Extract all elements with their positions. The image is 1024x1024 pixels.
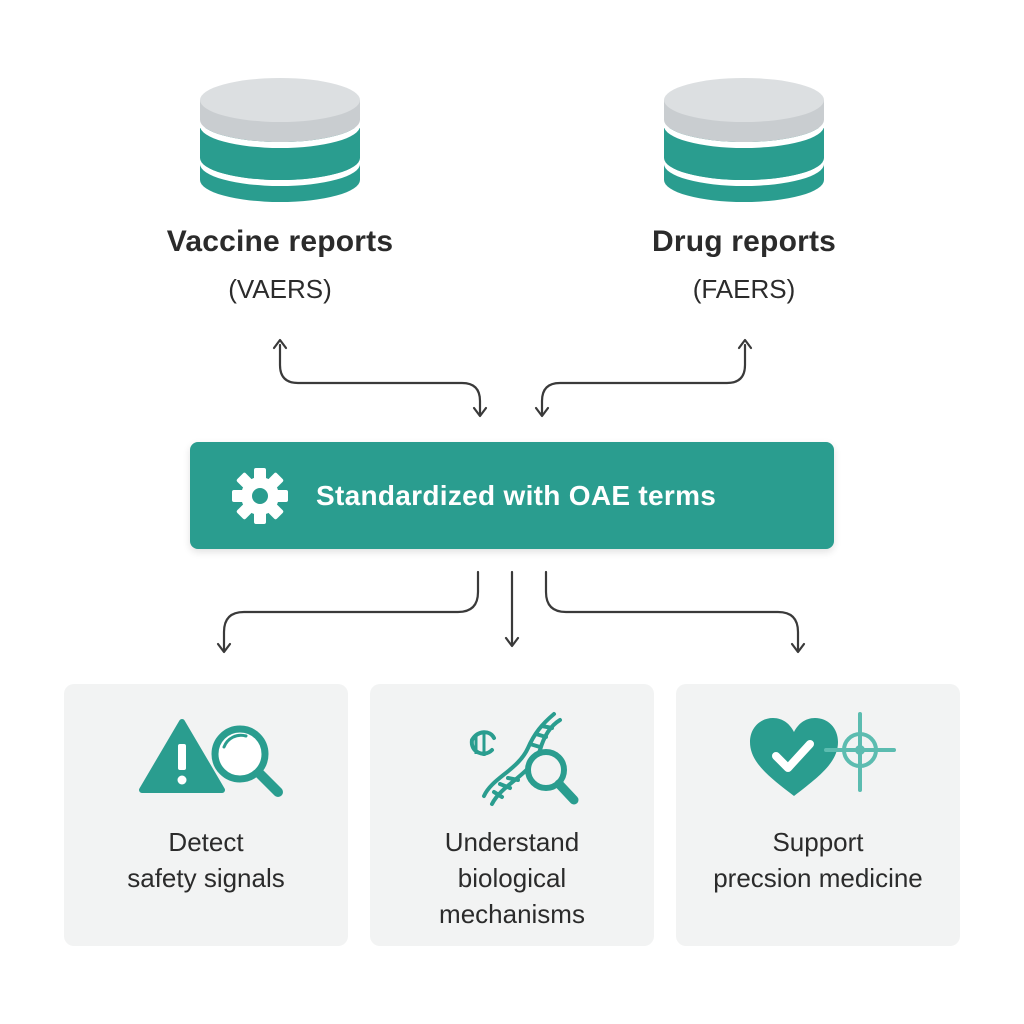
- arrow-to-detect: [222, 570, 480, 652]
- card-support-precision-medicine: Support precsion medicine: [676, 684, 960, 946]
- card-understand-mechanisms: Understand biological mechanisms: [370, 684, 654, 946]
- database-icon: [200, 78, 360, 202]
- arrow-drug-to-standardize: [540, 343, 747, 416]
- card-label: Support precsion medicine: [713, 827, 923, 893]
- arrow-to-support: [544, 570, 800, 652]
- arrow-vaccine-to-standardize: [278, 343, 482, 416]
- dna-search-icon: [469, 712, 579, 806]
- gear-icon: [232, 468, 288, 524]
- vaccine-reports-title: Vaccine reports: [166, 225, 394, 258]
- card-label: Detect safety signals: [127, 827, 285, 893]
- standardization-banner: Standardized with OAE terms: [190, 442, 834, 549]
- card-detect-safety-signals: Detect safety signals: [64, 684, 348, 946]
- drug-reports-subtitle: (FAERS): [692, 274, 796, 304]
- warning-search-icon: [139, 719, 283, 797]
- card-label: Understand biological mechanisms: [439, 827, 585, 929]
- database-icon: [664, 78, 824, 202]
- heart-target-icon: [750, 712, 896, 796]
- vaccine-reports-subtitle: (VAERS): [228, 274, 332, 304]
- drug-reports-title: Drug reports: [651, 225, 837, 258]
- standardization-label: Standardized with OAE terms: [316, 480, 717, 511]
